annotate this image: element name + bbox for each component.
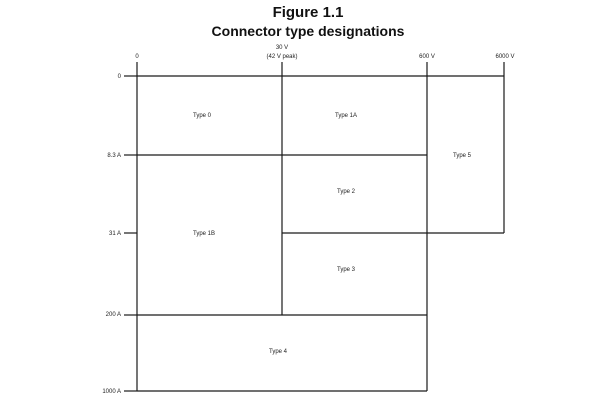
region-type-1b: Type 1B bbox=[193, 231, 215, 237]
voltage-tick-600v: 600 V bbox=[419, 54, 435, 60]
current-tick-31a: 31 A bbox=[109, 231, 121, 237]
voltage-tick-6000v: 6000 V bbox=[495, 54, 514, 60]
region-type-1a: Type 1A bbox=[335, 113, 357, 119]
region-type-4: Type 4 bbox=[269, 349, 288, 355]
figure-title: Connector type designations bbox=[211, 23, 405, 39]
axis-tick-marks bbox=[124, 62, 505, 392]
current-tick-200a: 200 A bbox=[106, 312, 121, 318]
voltage-tick-42v-peak: (42 V peak) bbox=[266, 54, 297, 60]
voltage-tick-0: 0 bbox=[135, 54, 139, 60]
region-type-3: Type 3 bbox=[337, 267, 356, 273]
figure-header: Figure 1.1 Connector type designations bbox=[0, 4, 600, 40]
region-type-0: Type 0 bbox=[193, 113, 212, 119]
current-tick-1000a: 1000 A bbox=[102, 389, 121, 395]
voltage-tick-30v: 30 V bbox=[276, 45, 288, 51]
current-tick-0: 0 bbox=[118, 74, 122, 80]
current-tick-8-3a: 8.3 A bbox=[107, 153, 121, 159]
region-type-2: Type 2 bbox=[337, 189, 356, 195]
figure-number: Figure 1.1 bbox=[272, 4, 344, 21]
region-type-5: Type 5 bbox=[453, 153, 472, 159]
region-boundaries bbox=[136, 75, 505, 392]
